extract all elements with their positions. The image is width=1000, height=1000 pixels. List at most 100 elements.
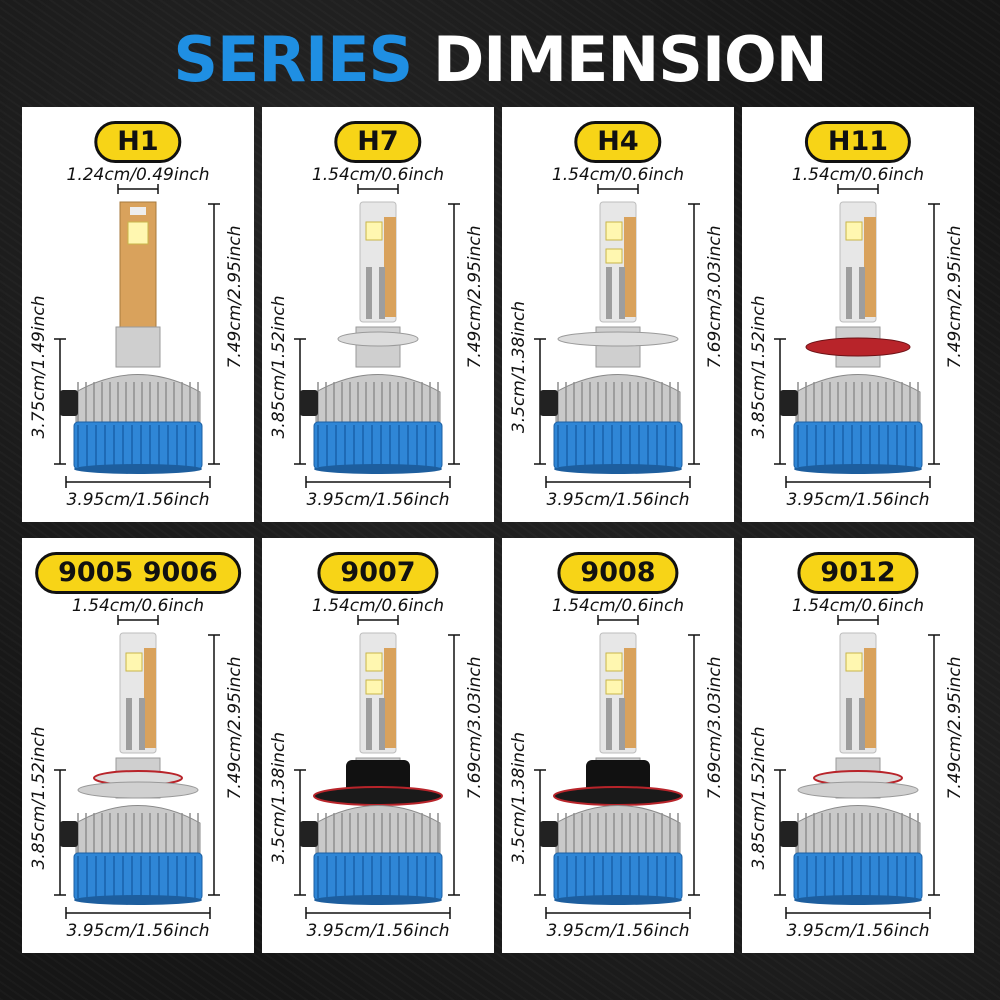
dimension-left-height: 3.85cm/1.52inch: [749, 295, 769, 439]
blue-aluminum-base: [73, 852, 203, 905]
bulb-illustration: [774, 184, 940, 488]
blue-aluminum-base: [793, 421, 923, 474]
dimension-top-width: 1.54cm/0.6inch: [551, 596, 685, 616]
dimension-bottom-width: 3.95cm/1.56inch: [66, 490, 210, 510]
title-word-series: SERIES: [173, 23, 413, 96]
blue-aluminum-base: [553, 852, 683, 905]
bulb-illustration: [54, 184, 220, 488]
led-chip-board: [359, 201, 397, 323]
dimension-top-width: 1.54cm/0.6inch: [311, 596, 445, 616]
led-chip-board: [119, 201, 157, 338]
dimension-total-height: 7.69cm/3.03inch: [465, 656, 485, 800]
blue-aluminum-base: [73, 421, 203, 474]
model-badge: H11: [804, 121, 912, 163]
dimension-total-height: 7.49cm/2.95inch: [225, 656, 245, 800]
heatsink: [780, 805, 921, 854]
heatsink: [780, 374, 921, 423]
bulb-illustration: [534, 184, 700, 488]
dimension-bottom-width: 3.95cm/1.56inch: [66, 921, 210, 941]
led-chip-board: [599, 632, 637, 754]
heatsink: [540, 374, 681, 423]
bulb-socket: [77, 757, 199, 799]
dimension-left-height: 3.85cm/1.52inch: [29, 726, 49, 870]
page-title: SERIES DIMENSION: [0, 22, 1000, 98]
dimension-top-width: 1.54cm/0.6inch: [791, 165, 925, 185]
model-badge: 9008: [557, 552, 679, 594]
bulb-socket: [313, 757, 443, 806]
heatsink: [60, 374, 201, 423]
model-badge: 9005 9006: [35, 552, 241, 594]
bulb-socket: [337, 326, 419, 368]
blue-aluminum-base: [313, 852, 443, 905]
led-chip-board: [119, 632, 157, 754]
heatsink: [300, 374, 441, 423]
heatsink: [540, 805, 681, 854]
dimension-bottom-width: 3.95cm/1.56inch: [306, 921, 450, 941]
dimension-lines: [54, 184, 220, 488]
model-badge: H4: [574, 121, 662, 163]
blue-aluminum-base: [793, 852, 923, 905]
led-chip-board: [599, 201, 637, 323]
heatsink: [60, 805, 201, 854]
led-bulb: [534, 615, 700, 919]
led-bulb: [294, 615, 460, 919]
dimension-left-height: 3.85cm/1.52inch: [749, 726, 769, 870]
dimension-bottom-width: 3.95cm/1.56inch: [306, 490, 450, 510]
heatsink: [300, 805, 441, 854]
dimension-lines: [534, 615, 700, 919]
led-chip-board: [839, 632, 877, 754]
bulb-illustration: [294, 184, 460, 488]
bulb-illustration: [54, 615, 220, 919]
led-bulb: [54, 615, 220, 919]
bulb-illustration: [774, 615, 940, 919]
led-chip-board: [359, 632, 397, 754]
dimension-total-height: 7.49cm/2.95inch: [945, 656, 965, 800]
dimension-lines: [294, 184, 460, 488]
model-badge: 9007: [317, 552, 439, 594]
dimension-top-width: 1.24cm/0.49inch: [66, 165, 210, 185]
dimension-top-width: 1.54cm/0.6inch: [551, 165, 685, 185]
dimension-bottom-width: 3.95cm/1.56inch: [546, 921, 690, 941]
bulb-illustration: [294, 615, 460, 919]
blue-aluminum-base: [553, 421, 683, 474]
dimension-bottom-width: 3.95cm/1.56inch: [786, 490, 930, 510]
bulb-socket: [115, 326, 161, 368]
dimension-left-height: 3.85cm/1.52inch: [269, 295, 289, 439]
bulb-socket: [805, 326, 911, 368]
bulb-socket: [797, 757, 919, 799]
title-word-dimension: DIMENSION: [432, 23, 828, 96]
dimension-bottom-width: 3.95cm/1.56inch: [546, 490, 690, 510]
dimension-left-height: 3.75cm/1.49inch: [29, 295, 49, 439]
dimension-left-height: 3.5cm/1.38inch: [509, 731, 529, 865]
model-badge: 9012: [797, 552, 919, 594]
bulb-illustration: [534, 615, 700, 919]
bulb-socket: [557, 326, 679, 368]
led-bulb: [54, 184, 220, 488]
dimension-total-height: 7.49cm/2.95inch: [945, 225, 965, 369]
led-bulb: [774, 615, 940, 919]
dimension-total-height: 7.49cm/2.95inch: [225, 225, 245, 369]
dimension-left-height: 3.5cm/1.38inch: [269, 731, 289, 865]
model-badge: H1: [94, 121, 182, 163]
led-chip-board: [839, 201, 877, 323]
dimension-bottom-width: 3.95cm/1.56inch: [786, 921, 930, 941]
model-badge: H7: [334, 121, 422, 163]
dimension-total-height: 7.69cm/3.03inch: [705, 225, 725, 369]
dimension-left-height: 3.5cm/1.38inch: [509, 300, 529, 434]
led-bulb: [534, 184, 700, 488]
dimension-lines: [534, 184, 700, 488]
dimension-top-width: 1.54cm/0.6inch: [791, 596, 925, 616]
dimension-top-width: 1.54cm/0.6inch: [71, 596, 205, 616]
blue-aluminum-base: [313, 421, 443, 474]
led-bulb: [294, 184, 460, 488]
led-bulb: [774, 184, 940, 488]
dimension-total-height: 7.69cm/3.03inch: [705, 656, 725, 800]
